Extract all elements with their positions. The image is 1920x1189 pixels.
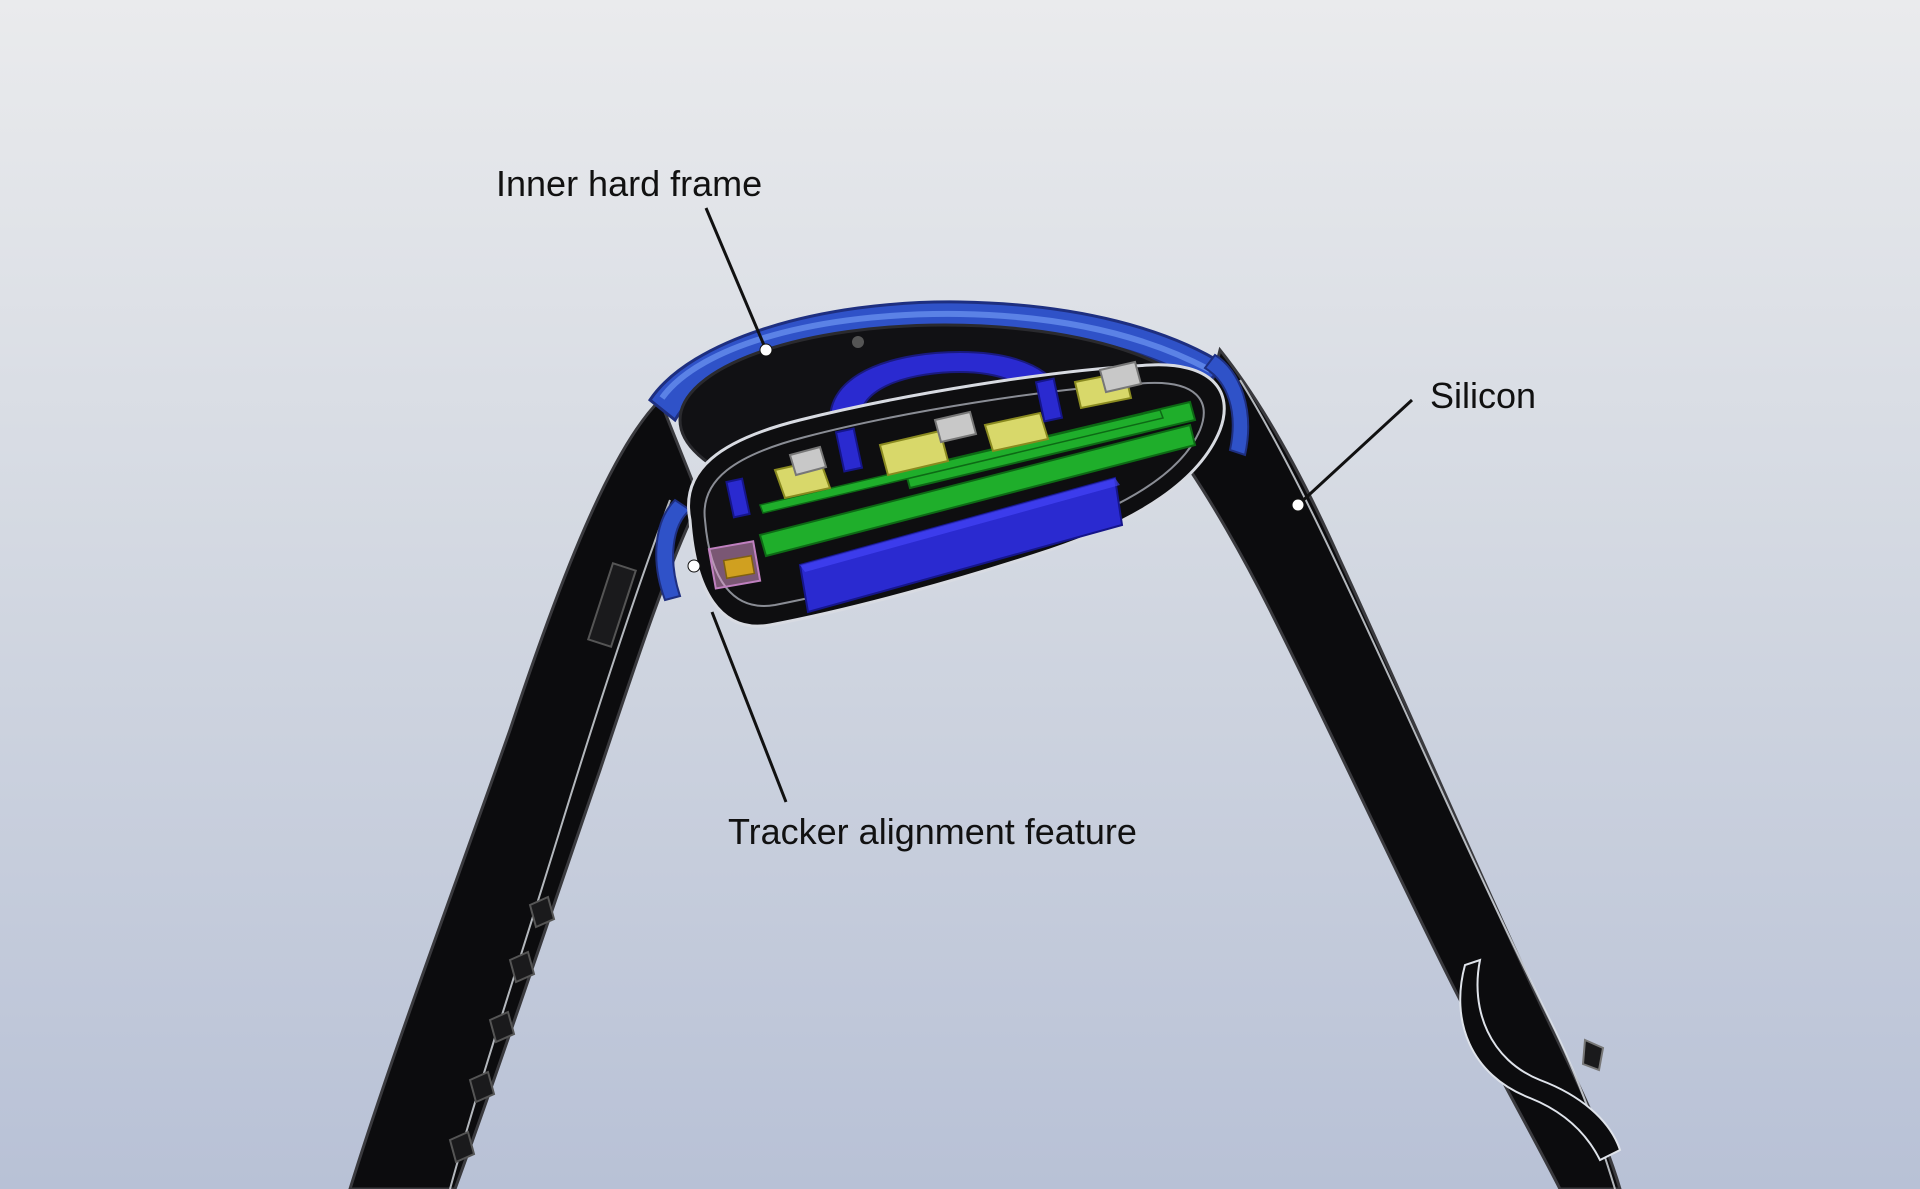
leader-line [704,207,768,351]
marker-dot [759,343,773,357]
leader-line [1296,398,1414,507]
callout-label-silicon: Silicon [1430,375,1536,416]
right-band-strap [1188,346,1622,1189]
callout-silicon: Silicon [1291,375,1536,512]
leader-line [710,611,788,803]
callout-tracker-alignment-feature: Tracker alignment feature [687,559,1137,852]
tracker-internals-cutaway [687,360,1226,628]
callout-inner-hard-frame: Inner hard frame [496,163,773,357]
callout-label-inner-hard-frame: Inner hard frame [496,163,762,204]
marker-dot [687,559,701,573]
left-band-strap [348,397,702,1189]
marker-dot [1291,498,1305,512]
callout-label-tracker-alignment-feature: Tracker alignment feature [728,811,1137,852]
